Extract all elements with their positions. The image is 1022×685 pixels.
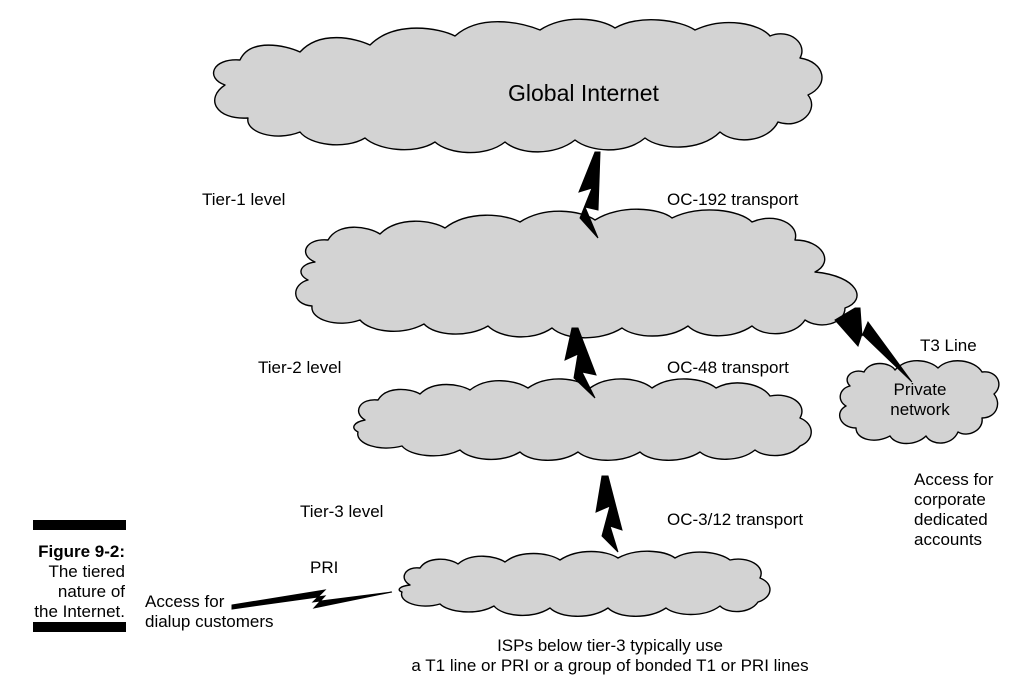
isp-note-line-1: ISPs below tier-3 typically use [497,636,723,655]
dialup-note-line-1: Access for [145,592,225,611]
corporate-note-line-1: Access for [914,470,994,489]
tier2-label: Tier-2 level [258,358,342,377]
dialup-note-line-2: dialup customers [145,612,274,631]
t3-link-bolt [834,307,913,383]
oc48-transport-label: OC-48 transport [667,358,789,377]
corporate-note-line-3: dedicated [914,510,988,529]
corporate-note-line-4: accounts [914,530,983,549]
dialup-access-note: Access for dialup customers [145,592,274,632]
global-internet-label: Global Internet [508,80,659,106]
corporate-access-note: Access for corporate dedicated accounts [914,470,993,550]
caption-line-2: nature of [57,582,125,601]
oc192-link-bolt [578,151,601,239]
caption-top-rule [33,520,126,530]
oc48-link-bolt [564,327,597,399]
tier1-label: Tier-1 level [202,190,286,209]
caption-line-3: the Internet. [34,602,125,621]
global-internet-cloud [213,18,823,154]
oc192-transport-label: OC-192 transport [667,190,799,209]
isp-below-tier3-note: ISPs below tier-3 typically use a T1 lin… [380,636,840,676]
caption-bottom-rule [33,622,126,632]
tier3-label: Tier-3 level [300,502,384,521]
tier1-cloud [295,208,858,339]
private-network-label: Private network [878,380,962,420]
private-network-cloud [838,360,1000,445]
tier2-cloud [353,378,812,461]
t3-line-label: T3 Line [920,336,977,355]
oc312-link-bolt [595,475,623,553]
private-network-line-2: network [890,400,950,419]
isp-note-line-2: a T1 line or PRI or a group of bonded T1… [411,656,809,675]
caption-line-1: The tiered [48,562,125,581]
corporate-note-line-2: corporate [914,490,986,509]
private-network-line-1: Private [893,380,947,399]
oc312-transport-label: OC-3/12 transport [667,510,804,529]
tier3-cloud [398,550,771,617]
pri-link-bolt [231,589,393,610]
figure-caption: Figure 9-2: The tiered nature of the Int… [0,542,125,622]
pri-label: PRI [310,558,339,577]
figure-number: Figure 9-2: [38,542,125,561]
